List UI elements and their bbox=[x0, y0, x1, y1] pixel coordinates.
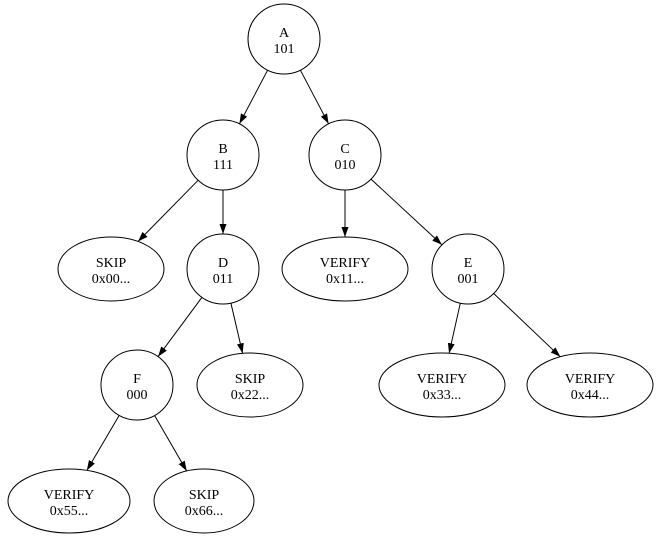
edge-F-skip66 bbox=[154, 415, 188, 472]
node-F-circle bbox=[100, 349, 174, 421]
node-C-circle bbox=[308, 119, 382, 191]
node-skip66-ellipse bbox=[153, 468, 255, 534]
node-skip00-ellipse bbox=[57, 236, 165, 302]
edge-C-E bbox=[370, 178, 443, 246]
node-E-circle bbox=[431, 233, 505, 305]
edge-F-verify55 bbox=[86, 415, 120, 471]
node-B-circle bbox=[186, 119, 260, 191]
node-verify44-ellipse bbox=[526, 352, 654, 418]
edge-A-C bbox=[299, 69, 330, 125]
edge-D-F bbox=[157, 297, 203, 357]
edges-layer bbox=[86, 69, 561, 472]
node-D-circle bbox=[186, 233, 260, 305]
edge-E-verify44 bbox=[493, 293, 561, 358]
node-verify55-ellipse bbox=[7, 468, 131, 534]
edge-A-B bbox=[238, 69, 269, 125]
node-verify33-ellipse bbox=[378, 352, 506, 418]
node-skip22-ellipse bbox=[196, 352, 304, 418]
node-A-circle bbox=[247, 3, 321, 75]
node-verify11-ellipse bbox=[281, 236, 409, 302]
edge-E-verify33 bbox=[447, 303, 461, 354]
edge-B-skip00 bbox=[137, 179, 199, 242]
edge-D-skip22 bbox=[230, 302, 244, 354]
